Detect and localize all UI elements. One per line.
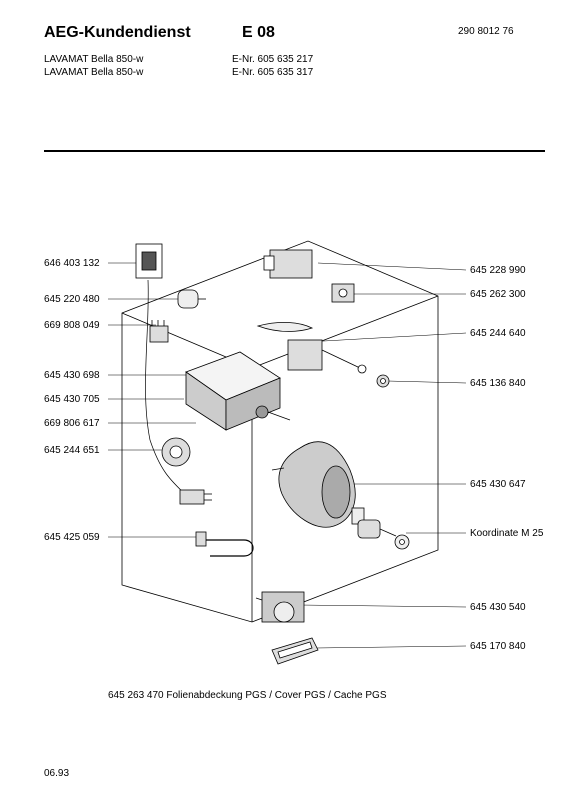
leader-lines-right (299, 262, 467, 649)
part-number-label: 645 430 698 (44, 370, 100, 381)
date-stamp: 06.93 (44, 768, 70, 779)
part-number-label: 645 228 990 (470, 265, 526, 276)
cable-part (145, 279, 187, 496)
model-enr: E-Nr. 605 635 317 (232, 67, 314, 78)
part-number-label: 646 403 132 (44, 258, 100, 269)
programmer-part (263, 249, 313, 279)
washer-part (394, 534, 410, 550)
coupling-part (357, 519, 397, 539)
part-number-label: 669 806 617 (44, 418, 100, 429)
part-number-label: 645 244 640 (470, 328, 526, 339)
pump-part (255, 591, 305, 623)
model-name: LAVAMAT Bella 850-w (44, 54, 144, 65)
part-number-label: 645 262 300 (470, 289, 526, 300)
pressure-switch-part (161, 437, 191, 467)
motor-part (271, 441, 365, 528)
part-number-label: 645 430 540 (470, 602, 526, 613)
heater-part (195, 531, 254, 557)
header-divider (44, 150, 545, 152)
page-title: AEG-Kundendienst (44, 24, 191, 41)
cover-part (271, 637, 319, 665)
footer-note: 645 263 470 Folienabdeckung PGS / Cover … (108, 690, 387, 701)
lever-part (256, 322, 367, 374)
relay-part (149, 320, 169, 343)
plug-part (179, 489, 212, 505)
switch-part (331, 283, 355, 303)
grommet-part (376, 374, 390, 388)
part-number-label: 645 425 059 (44, 532, 100, 543)
coordinate-label: Koordinate M 25 (470, 528, 544, 539)
electronic-module-part (185, 351, 291, 431)
part-number-label: 645 220 480 (44, 294, 100, 305)
part-number-label: 645 244 651 (44, 445, 100, 456)
part-number-label: 669 808 049 (44, 320, 100, 331)
cabinet-edge (251, 295, 439, 369)
document-number: 290 8012 76 (458, 26, 514, 37)
section-code: E 08 (242, 24, 275, 41)
filter-part (177, 289, 206, 309)
part-number-label: 645 136 840 (470, 378, 526, 389)
model-enr: E-Nr. 605 635 217 (232, 54, 314, 65)
control-panel-part (135, 243, 163, 279)
part-number-label: 645 430 647 (470, 479, 526, 490)
part-number-label: 645 430 705 (44, 394, 100, 405)
part-number-label: 645 170 840 (470, 641, 526, 652)
model-name: LAVAMAT Bella 850-w (44, 67, 144, 78)
cabinet-outline (121, 240, 439, 623)
